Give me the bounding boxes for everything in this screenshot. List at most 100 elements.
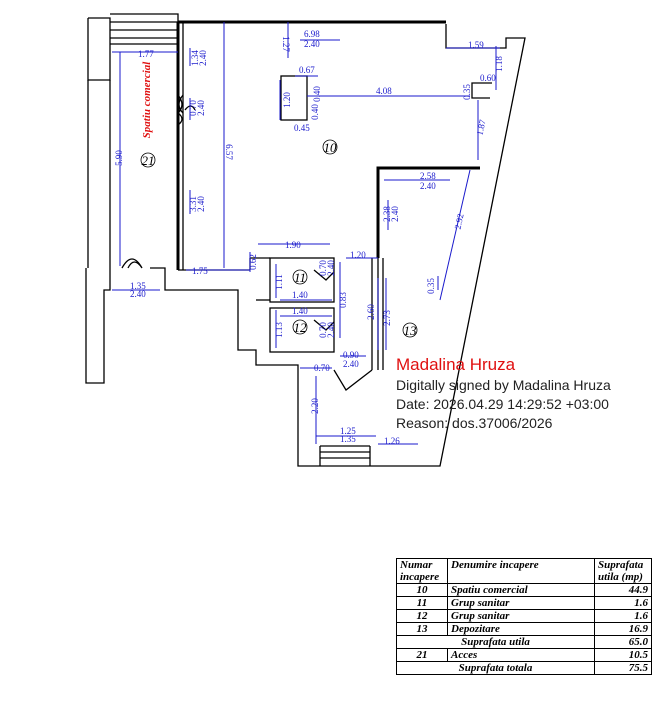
dim-label: 0.35 (462, 84, 472, 100)
dim-label: 1.77 (138, 49, 154, 59)
dim-label: 0.70 (318, 322, 328, 338)
cell-name: Spatiu comercial (447, 583, 595, 597)
signer-name: Madalina Hruza (396, 355, 516, 374)
table-row: 12 Grup sanitar 1.6 (396, 609, 652, 623)
dim-label: 2.92 (453, 213, 466, 230)
dim-label: 2.40 (326, 260, 336, 276)
dim-label: 0.70 (318, 260, 328, 276)
table-row: 13 Depozitare 16.9 (396, 622, 652, 636)
dim-label: 0.67 (299, 65, 315, 75)
header-area: Suprafata utila (mp) (594, 558, 652, 584)
dim-label: 2.73 (382, 310, 392, 326)
dim-label: 1.35 (340, 434, 356, 444)
dim-label: 0.40 (312, 86, 322, 102)
dim-label: 6.98 (304, 29, 320, 39)
total-label: Suprafata totala (396, 661, 595, 675)
dim-label: 6.57 (224, 144, 234, 160)
table-row: 21 Acces 10.5 (396, 648, 652, 662)
dim-label: 2.40 (390, 206, 400, 222)
cell-number: 11 (396, 596, 448, 610)
total-value: 75.5 (594, 661, 652, 675)
bathroom-walls (249, 257, 373, 391)
dim-label: 0.90 (343, 350, 359, 360)
cell-name: Grup sanitar (447, 596, 595, 610)
area-table: Numar incapere Denumire incapere Suprafa… (396, 558, 652, 675)
dim-label: 2.58 (420, 171, 436, 181)
dim-label: 1.40 (292, 290, 308, 300)
cell-area: 1.6 (594, 609, 652, 623)
dimension-labels: 1.77 1.34 2.40 6.98 2.40 1.27 1.59 1.18 … (114, 29, 504, 446)
dim-label: 1.90 (285, 240, 301, 250)
dim-label: 2.40 (326, 322, 336, 338)
dim-label: 1.18 (494, 56, 504, 72)
table-row: 11 Grup sanitar 1.6 (396, 596, 652, 610)
dim-label: 2.60 (366, 304, 376, 320)
subtotal-value: 65.0 (594, 635, 652, 649)
table-header: Numar incapere Denumire incapere Suprafa… (396, 558, 652, 584)
header-number: Numar incapere (396, 558, 448, 584)
dim-label: 2.40 (304, 39, 320, 49)
signature-reason: Reason: dos.37006/2026 (396, 415, 553, 431)
table-row: 10 Spatiu comercial 44.9 (396, 583, 652, 597)
dim-label: 0.35 (426, 278, 436, 294)
dim-label: 2.40 (196, 196, 206, 212)
signature-line: Digitally signed by Madalina Hruza (396, 377, 611, 393)
dim-label: 2.38 (382, 206, 392, 222)
cell-number: 21 (396, 648, 448, 662)
dim-label: 0.70 (188, 100, 198, 116)
subtotal-row: Suprafata utila 65.0 (396, 635, 652, 649)
room-number: 11 (294, 270, 306, 285)
dim-label: 4.08 (376, 86, 392, 96)
dim-label: 1.40 (292, 306, 308, 316)
room-21-label: Spatiu comercial (141, 61, 153, 139)
dim-label: 1.27 (281, 36, 291, 52)
cell-number: 12 (396, 609, 448, 623)
subtotal-label: Suprafata utila (396, 635, 595, 649)
cell-name: Acces (447, 648, 595, 662)
dim-label: 2.40 (196, 100, 206, 116)
dim-label: 0.70 (314, 363, 330, 373)
column (280, 75, 308, 121)
dim-label: 0.60 (480, 73, 496, 83)
dim-label: 2.20 (310, 398, 320, 414)
dim-label: 0.62 (248, 254, 258, 270)
room-number: 13 (404, 323, 418, 338)
signature-date: Date: 2026.04.29 14:29:52 +03:00 (396, 396, 609, 412)
dim-label: 2.40 (198, 50, 208, 66)
dim-label: 1.25 (340, 426, 356, 436)
dim-label: 5.90 (114, 150, 124, 166)
doors (121, 94, 196, 269)
dim-label: 2.40 (420, 181, 436, 191)
dim-label: 1.13 (274, 322, 284, 338)
cell-number: 10 (396, 583, 448, 597)
dim-label: 1.20 (282, 92, 292, 108)
dim-label: 0.83 (338, 292, 348, 308)
header-name: Denumire incapere (447, 558, 595, 584)
dim-label: 1.11 (274, 274, 284, 289)
dim-label: 2.40 (130, 289, 146, 299)
dim-label: 1.34 (190, 50, 200, 66)
cell-area: 10.5 (594, 648, 652, 662)
outer-walls (85, 13, 526, 467)
cell-area: 16.9 (594, 622, 652, 636)
cell-number: 13 (396, 622, 448, 636)
dim-label: 1.20 (350, 250, 366, 260)
dim-label: 1.35 (130, 281, 146, 291)
dim-label: 0.45 (294, 123, 310, 133)
room-number: 21 (142, 153, 155, 168)
dim-label: 1.59 (468, 40, 484, 50)
cell-name: Depozitare (447, 622, 595, 636)
room-numbers: 10 11 12 13 21 Spatiu comercial (140, 61, 418, 338)
cell-name: Grup sanitar (447, 609, 595, 623)
cell-area: 44.9 (594, 583, 652, 597)
dim-label: 2.40 (343, 359, 359, 369)
digital-signature: Madalina Hruza Digitally signed by Madal… (396, 354, 611, 433)
dim-label: 1.26 (384, 436, 400, 446)
total-row: Suprafata totala 75.5 (396, 661, 652, 675)
dimension-lines (112, 22, 500, 445)
room-number: 10 (324, 140, 338, 155)
dim-label: 1.75 (192, 266, 208, 276)
dim-label: 3.31 (188, 196, 198, 212)
